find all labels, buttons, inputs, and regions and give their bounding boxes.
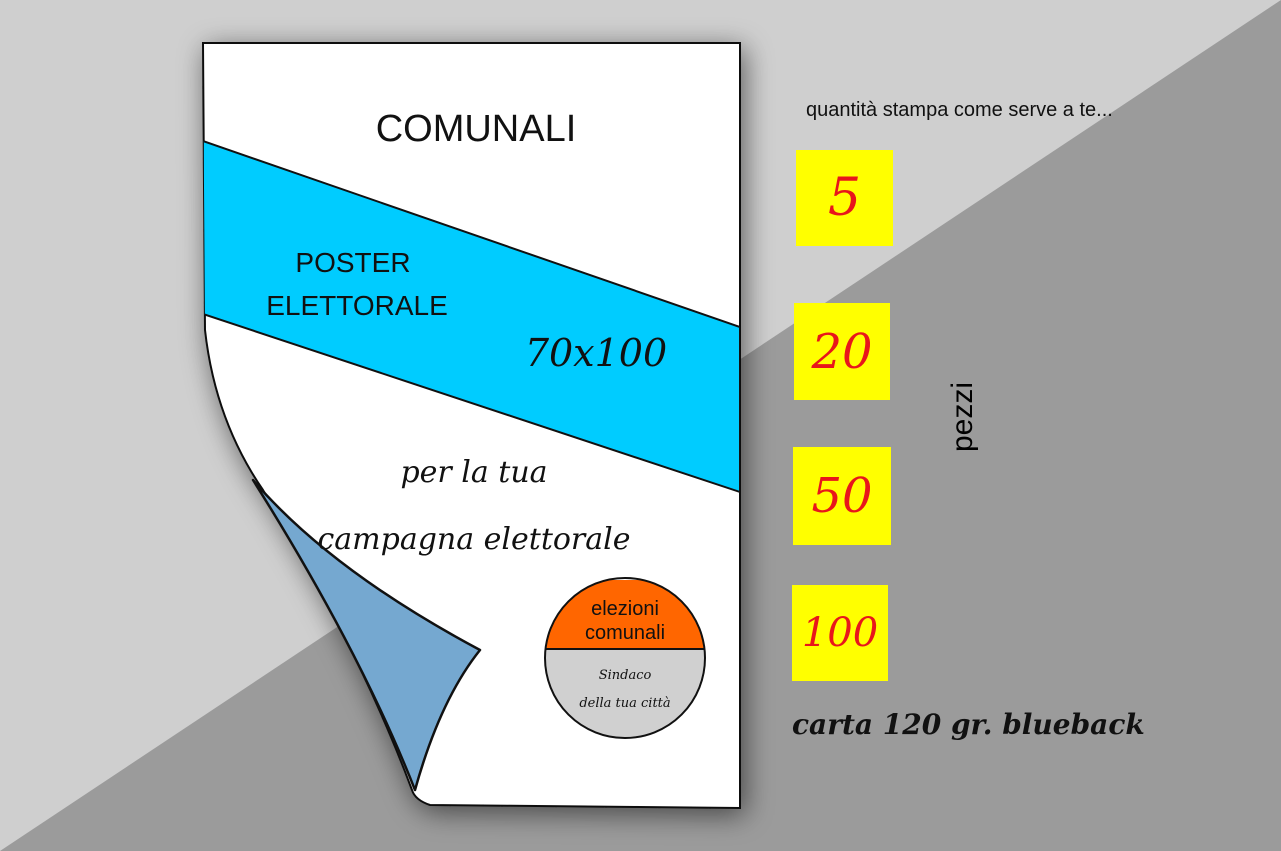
- subtitle-line2: campagna elettorale: [317, 522, 630, 557]
- election-badge: elezioni comunali Sindaco della tua citt…: [544, 577, 706, 739]
- poster-heading: COMUNALI: [376, 108, 577, 150]
- badge-bottom-line2: della tua città: [579, 696, 670, 711]
- subtitle-line1: per la tua: [400, 455, 547, 490]
- badge-bottom-line1: Sindaco: [599, 668, 652, 683]
- quantity-option-100: 100: [792, 585, 888, 681]
- quantity-option-50: 50: [793, 447, 891, 545]
- quantity-unit: pezzi: [946, 381, 979, 453]
- quantity-option-20-label: 20: [811, 323, 873, 380]
- quantity-option-100-label: 100: [801, 610, 879, 656]
- paper-note: carta 120 gr. blueback: [792, 708, 1145, 741]
- quantity-tagline: quantità stampa come serve a te...: [806, 99, 1113, 121]
- page-curl: [251, 478, 482, 792]
- badge-top-line1: elezioni: [591, 598, 659, 620]
- band-title-line2: ELETTORALE: [266, 290, 448, 321]
- quantity-option-20: 20: [794, 303, 890, 400]
- quantity-option-50-label: 50: [811, 468, 873, 524]
- badge-top-line2: comunali: [585, 622, 665, 644]
- poster-size: 70x100: [525, 331, 667, 375]
- poster-band: [203, 139, 740, 494]
- quantity-option-5: 5: [796, 150, 893, 246]
- band-title-line1: POSTER: [295, 247, 410, 278]
- quantity-option-5-label: 5: [827, 168, 862, 228]
